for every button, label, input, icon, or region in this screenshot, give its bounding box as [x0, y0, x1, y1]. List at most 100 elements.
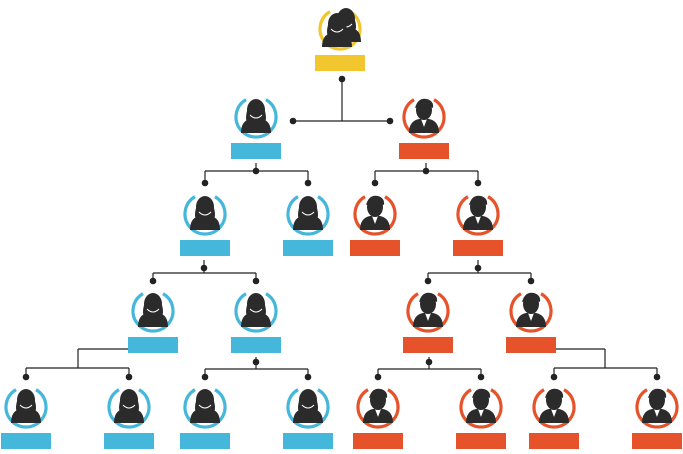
- connector-dot-14: [527, 277, 535, 285]
- avatar-hair: [545, 388, 564, 398]
- node-l1b-2: [283, 388, 333, 449]
- connector-dot-2: [386, 117, 394, 125]
- man-avatar-icon: [539, 388, 569, 423]
- avatar-face-line: [249, 114, 263, 119]
- man-avatar-icon: [413, 292, 443, 327]
- connector-dot-22: [477, 373, 485, 381]
- node-label-box: [231, 337, 281, 353]
- woman-avatar-icon: [241, 293, 271, 327]
- connector-dot-12: [474, 264, 482, 272]
- connector-dot-0: [338, 75, 346, 83]
- node-l1a-2: [104, 388, 154, 449]
- man-avatar-icon: [516, 292, 546, 327]
- connector-dot-9: [200, 264, 208, 272]
- man-avatar-icon: [466, 388, 496, 423]
- node-label-box: [353, 433, 403, 449]
- avatar-hair-length: [246, 111, 266, 123]
- avatar-hair: [472, 388, 491, 398]
- avatar-hair-length: [119, 401, 139, 413]
- avatar-collar: [421, 119, 427, 127]
- node-label-box: [283, 240, 333, 256]
- avatar-face-line: [198, 404, 212, 409]
- node-root: [315, 8, 365, 71]
- node-r2a-2: [456, 388, 506, 449]
- avatar-hair: [366, 195, 385, 205]
- woman-avatar-icon: [190, 196, 220, 230]
- avatar-hair: [648, 388, 667, 398]
- avatar-face-line: [249, 308, 263, 313]
- avatar-collar: [425, 313, 431, 321]
- avatar-ring: [456, 195, 500, 236]
- avatar-hair-length: [195, 208, 215, 220]
- avatar-collar: [375, 409, 381, 417]
- avatar-hair-length: [327, 25, 347, 37]
- connector-dot-23: [550, 373, 558, 381]
- connector-dot-17: [252, 358, 260, 366]
- connector-dot-3: [252, 167, 260, 175]
- man-avatar-icon: [463, 195, 493, 230]
- node-r2b: [506, 292, 556, 353]
- node-label-box: [350, 240, 400, 256]
- avatar-face-line: [146, 308, 160, 313]
- avatar-face-line: [301, 404, 315, 409]
- avatar-hair: [415, 98, 434, 108]
- avatar-hair-length: [298, 401, 318, 413]
- node-label-box: [104, 433, 154, 449]
- node-label-box: [403, 337, 453, 353]
- avatar-collar: [372, 216, 378, 224]
- avatar-face-line: [198, 211, 212, 216]
- node-l1b: [231, 292, 281, 353]
- node-label-box: [506, 337, 556, 353]
- connector-dot-1: [289, 117, 297, 125]
- node-b-r: [399, 98, 449, 159]
- avatar-ring: [4, 388, 48, 429]
- node-label-box: [453, 240, 503, 256]
- man-avatar-icon: [363, 388, 393, 423]
- node-b-l: [231, 98, 281, 159]
- node-label-box: [283, 433, 333, 449]
- avatar-ring: [402, 98, 446, 139]
- avatar-ring: [459, 388, 503, 429]
- woman-avatar-icon: [241, 99, 271, 133]
- avatar-hair-length: [143, 305, 163, 317]
- node-label-box: [456, 433, 506, 449]
- avatar-hair: [369, 388, 388, 398]
- connector-dot-18: [201, 373, 209, 381]
- node-r2b-1: [529, 388, 579, 449]
- avatar-hair-length: [298, 208, 318, 220]
- avatar-ring: [131, 292, 175, 333]
- connector-dot-19: [304, 373, 312, 381]
- node-label-box: [399, 143, 449, 159]
- node-r2a: [403, 292, 453, 353]
- nodes: [1, 8, 682, 449]
- avatar-face-line: [301, 211, 315, 216]
- woman-avatar-icon: [11, 389, 41, 423]
- node-label-box: [180, 240, 230, 256]
- connector-dot-4: [201, 179, 209, 187]
- woman-avatar-icon: [190, 389, 220, 423]
- avatar-ring: [234, 98, 278, 139]
- avatar-ring: [406, 292, 450, 333]
- node-label-box: [180, 433, 230, 449]
- man-avatar-icon: [360, 195, 390, 230]
- node-r2b-2: [632, 388, 682, 449]
- avatar-collar: [551, 409, 557, 417]
- node-l2: [283, 195, 333, 256]
- connectors: [22, 75, 661, 381]
- connector-dot-10: [149, 277, 157, 285]
- node-l1: [180, 195, 230, 256]
- avatar-hair: [469, 195, 488, 205]
- node-label-box: [231, 143, 281, 159]
- avatar-ring: [532, 388, 576, 429]
- avatar-hair-length: [195, 401, 215, 413]
- connector-dot-13: [424, 277, 432, 285]
- avatar-collar: [478, 409, 484, 417]
- avatar-ring: [234, 292, 278, 333]
- connector-dot-6: [422, 167, 430, 175]
- woman-avatar-icon: [114, 389, 144, 423]
- avatar-ring: [183, 388, 227, 429]
- node-l1a: [128, 292, 178, 353]
- connector-dot-15: [22, 373, 30, 381]
- avatar-collar: [528, 313, 534, 321]
- avatar-face-line: [19, 404, 33, 409]
